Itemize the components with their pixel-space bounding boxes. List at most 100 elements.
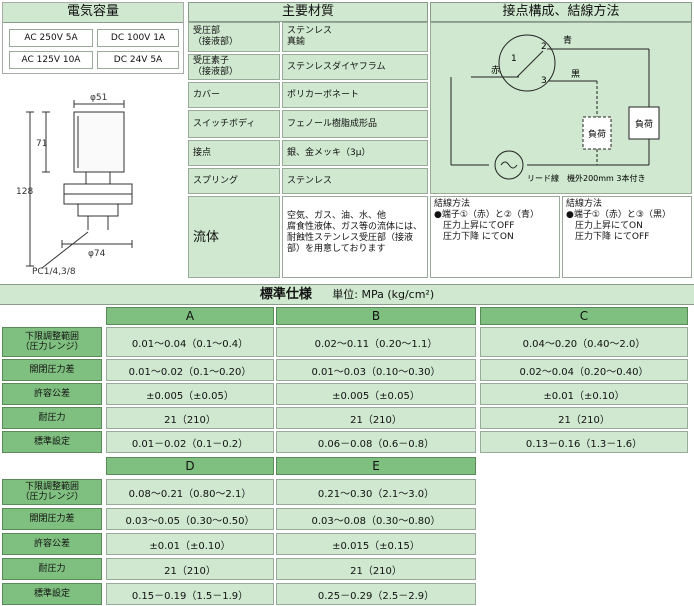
dimension-drawing: φ51 71 128 φ74 PC1/4,3/8	[2, 76, 184, 278]
spec-unit: 単位: MPa (kg/cm²)	[332, 288, 435, 301]
spec-value: 0.21～0.30（2.1～3.0）	[276, 479, 476, 505]
spec-value: 0.08～0.21（0.80～2.1）	[106, 479, 274, 505]
wiring-title: 接点構成、結線方法	[430, 2, 692, 22]
spec-value: 0.02～0.11（0.20～1.1）	[276, 327, 476, 357]
material-value: 銀、金メッキ（3μ）	[282, 140, 428, 166]
spec-row-label: 耐圧力	[2, 558, 102, 580]
method-2-line: 圧力下降 にてOFF	[566, 232, 650, 242]
spec-row-label: 標準設定	[2, 431, 102, 453]
dim-phi74: φ74	[88, 249, 106, 259]
spec-row-label: 下限調整範囲（圧力レンジ）	[2, 479, 102, 505]
fluid-label: 流体	[188, 196, 280, 278]
spec-row-label-line: 許容公差	[33, 539, 70, 549]
spec-value: ±0.01（±0.10）	[480, 383, 688, 405]
spec-row-label: 開閉圧力差	[2, 508, 102, 530]
spec-row-label-line: 耐圧力	[38, 413, 66, 423]
material-key: スプリング	[188, 168, 280, 194]
spec-row-label: 耐圧力	[2, 407, 102, 429]
dim-71: 71	[36, 139, 47, 149]
material-value: フェノール樹脂成形品	[282, 110, 428, 138]
spec-value: 0.01－0.02（0.1－0.2）	[106, 431, 274, 453]
spec-value: 0.25－0.29（2.5－2.9）	[276, 583, 476, 605]
spec-row-label-line: 下限調整範囲	[24, 482, 79, 492]
load-label-dashed: 負荷	[588, 128, 606, 140]
spec-row-label: 許容公差	[2, 533, 102, 555]
spec-row-label-line: （圧力レンジ）	[20, 492, 84, 502]
method-2-title: 結線方法	[566, 199, 603, 209]
terminal-3: 3	[541, 76, 547, 86]
method-1-title: 結線方法	[434, 199, 471, 209]
spec-header: 標準仕様 単位: MPa (kg/cm²)	[0, 285, 694, 305]
spec-value: 0.03～0.05（0.30～0.50）	[106, 508, 274, 530]
spec-row-label-line: 標準設定	[33, 437, 70, 447]
material-key: 接点	[188, 140, 280, 166]
spec-col-header: C	[480, 307, 688, 325]
spec-value: 0.01～0.02（0.1～0.20）	[106, 359, 274, 381]
spec-value: 21（210）	[276, 558, 476, 580]
spec-value: 0.02～0.04（0.20～0.40）	[480, 359, 688, 381]
spec-value: ±0.005（±0.05）	[106, 383, 274, 405]
method-1-line: 圧力上昇にてOFF	[434, 221, 515, 231]
method-1-line: ●端子①（赤）と②（青）	[434, 210, 539, 220]
spec-value: 21（210）	[276, 407, 476, 429]
spec-value: ±0.015（±0.15）	[276, 533, 476, 555]
wiring-method-2: 結線方法 ●端子①（赤）と③（黒） 圧力上昇にてON 圧力下降 にてOFF	[562, 196, 692, 278]
wire-blue-label: 青	[563, 34, 572, 46]
spec-row-label: 下限調整範囲（圧力レンジ）	[2, 327, 102, 357]
spec-value: 0.06－0.08（0.6－0.8）	[276, 431, 476, 453]
fluid-value: 空気、ガス、油、水、他 腐食性液体、ガス等の流体には、耐蝕性ステンレス受圧部（接…	[282, 196, 428, 278]
capacity-cell: AC 125V 10A	[9, 51, 93, 69]
spec-row-label-line: 開閉圧力差	[29, 365, 75, 375]
material-value: ステンレス	[282, 168, 428, 194]
spec-row-label: 許容公差	[2, 383, 102, 405]
materials-panel: 主要材質 受圧部 （接液部）ステンレス 真鍮受圧素子 （接液部）ステンレスダイヤ…	[188, 2, 428, 278]
load-label-solid: 負荷	[635, 118, 653, 130]
wire-red-label: 赤	[491, 65, 500, 76]
spec-value: 21（210）	[106, 558, 274, 580]
spec-col-header: D	[106, 457, 274, 475]
spec-value: 0.04～0.20（0.40～2.0）	[480, 327, 688, 357]
spec-row-label-line: 耐圧力	[38, 564, 66, 574]
spec-value: 0.01～0.03（0.10～0.30）	[276, 359, 476, 381]
capacity-panel: 電気容量 AC 250V 5A DC 100V 1A AC 125V 10A D…	[2, 2, 184, 74]
spec-row-label: 標準設定	[2, 583, 102, 605]
method-1-line: 圧力下降 にてON	[434, 232, 514, 242]
spec-value: 0.15－0.19（1.5－1.9）	[106, 583, 274, 605]
wiring-panel: 接点構成、結線方法 赤 青	[430, 2, 692, 278]
dim-thread: PC1/4,3/8	[32, 267, 76, 277]
device-drawing: φ51 71 128 φ74 PC1/4,3/8	[16, 93, 133, 277]
spec-value: ±0.01（±0.10）	[106, 533, 274, 555]
spec-value: 0.03～0.08（0.30～0.80）	[276, 508, 476, 530]
spec-col-header: B	[276, 307, 476, 325]
spec-value: ±0.005（±0.05）	[276, 383, 476, 405]
material-value: ステンレス 真鍮	[282, 22, 428, 52]
spec-value: 21（210）	[106, 407, 274, 429]
material-key: スイッチボディ	[188, 110, 280, 138]
capacity-cell: DC 100V 1A	[97, 29, 179, 47]
material-key: 受圧素子 （接液部）	[188, 54, 280, 80]
material-value: ステンレスダイヤフラム	[282, 54, 428, 80]
method-2-line: ●端子①（赤）と③（黒）	[566, 210, 671, 220]
spec-row-label-line: （圧力レンジ）	[20, 342, 84, 352]
spec-value: 0.01～0.04（0.1～0.4）	[106, 327, 274, 357]
materials-title: 主要材質	[188, 2, 428, 22]
spec-value: 0.13－0.16（1.3－1.6）	[480, 431, 688, 453]
terminal-1: 1	[511, 54, 517, 64]
spec-title: 標準仕様	[259, 287, 312, 302]
spec-row-label-line: 開閉圧力差	[29, 514, 75, 524]
dim-phi51: φ51	[90, 93, 107, 103]
lead-wire-note: リード線 機外200mm 3本付き	[527, 173, 646, 183]
spec-col-header: A	[106, 307, 274, 325]
wiring-diagram: 赤 青 黒 1 2 3 負荷 負荷 リード線 機外200mm 3本付き	[430, 22, 692, 194]
spec-row-label-line: 標準設定	[33, 589, 70, 599]
terminal-2: 2	[541, 42, 547, 52]
wiring-svg: 赤 青 黒 1 2 3 負荷 負荷 リード線 機外200mm 3本付き	[450, 34, 660, 183]
spec-row-label: 開閉圧力差	[2, 359, 102, 381]
capacity-cell: DC 24V 5A	[97, 51, 179, 69]
wiring-method-1: 結線方法 ●端子①（赤）と②（青） 圧力上昇にてOFF 圧力下降 にてON	[430, 196, 560, 278]
material-key: 受圧部 （接液部）	[188, 22, 280, 52]
method-2-line: 圧力上昇にてON	[566, 221, 643, 231]
capacity-cell: AC 250V 5A	[9, 29, 93, 47]
spec-row-label-line: 許容公差	[33, 389, 70, 399]
